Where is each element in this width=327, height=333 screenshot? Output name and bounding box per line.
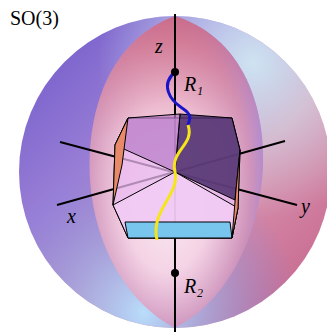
axis-label: y bbox=[301, 196, 310, 216]
axis-label: z bbox=[155, 36, 163, 56]
group-name: SO(3) bbox=[10, 8, 59, 28]
point-label: R₂ bbox=[184, 276, 203, 296]
axis-label: x bbox=[67, 206, 76, 226]
point-label: R₁ bbox=[184, 74, 203, 94]
